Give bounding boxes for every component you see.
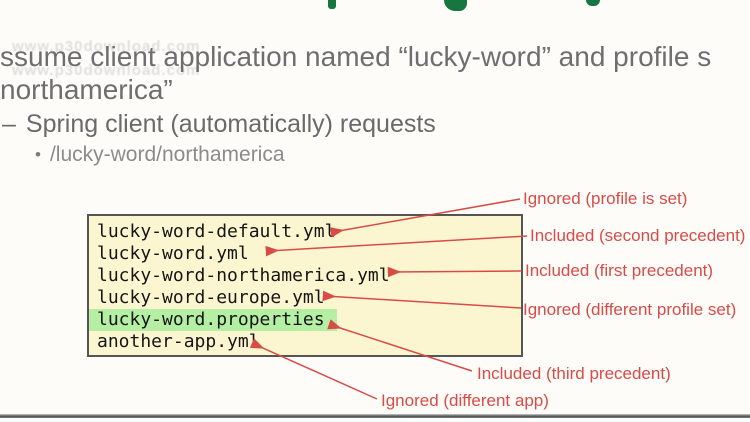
- cropped-title-fragment: [444, 0, 467, 11]
- file-row-default-yml: lucky-word-default.yml: [97, 221, 521, 243]
- slide-heading: ssume client application named “lucky-wo…: [0, 40, 750, 106]
- bullet-spring-client-text: Spring client (automatically) requests: [25, 110, 436, 138]
- bullet-request-path: • /lucky-word/northamerica: [35, 143, 285, 167]
- annotation-included-third-precedent: Included (third precedent): [477, 364, 671, 383]
- file-row-app-yml: lucky-word.yml: [97, 243, 521, 265]
- file-name: lucky-word-northamerica.yml: [97, 265, 390, 286]
- slide-bottom-margin: [0, 418, 750, 422]
- heading-line-2: northamerica”: [0, 74, 173, 105]
- file-row-northamerica-yml: lucky-word-northamerica.yml: [97, 265, 521, 287]
- bullet-spring-client: –Spring client (automatically) requests: [2, 110, 436, 139]
- dash-bullet-marker: –: [2, 110, 16, 138]
- bullet-request-path-text: /lucky-word/northamerica: [49, 143, 285, 166]
- file-name: lucky-word.yml: [97, 243, 249, 264]
- file-row-another-app-yml: another-app.yml: [97, 331, 521, 353]
- file-name: another-app.yml: [97, 331, 260, 352]
- file-name: lucky-word-europe.yml: [97, 287, 325, 308]
- file-name: lucky-word-default.yml: [97, 221, 336, 242]
- cropped-title-fragment: [586, 0, 600, 6]
- heading-line-1: ssume client application named “lucky-wo…: [0, 41, 712, 72]
- annotation-ignored-different-app: Ignored (different app): [381, 391, 549, 410]
- file-name-highlighted: lucky-word.properties: [89, 309, 337, 331]
- dot-bullet-marker: •: [35, 145, 41, 164]
- annotation-ignored-profile-set: Ignored (profile is set): [523, 189, 688, 208]
- annotation-included-second-precedent: Included (second precedent): [530, 226, 746, 245]
- slide-bottom-edge: [0, 414, 750, 418]
- watermark-line: www.p30download.com: [12, 62, 201, 79]
- watermark: www.p30download.com www.p30download.com: [12, 35, 200, 83]
- annotation-included-first-precedent: Included (first precedent): [525, 261, 714, 280]
- file-row-europe-yml: lucky-word-europe.yml: [97, 287, 521, 309]
- cropped-title-fragment: [328, 0, 336, 9]
- file-row-properties-highlighted: lucky-word.properties: [89, 309, 521, 331]
- config-file-list-box: lucky-word-default.yml lucky-word.yml lu…: [87, 214, 523, 357]
- annotation-ignored-different-profile: Ignored (different profile set): [523, 300, 737, 319]
- watermark-line: www.p30download.com: [12, 38, 201, 55]
